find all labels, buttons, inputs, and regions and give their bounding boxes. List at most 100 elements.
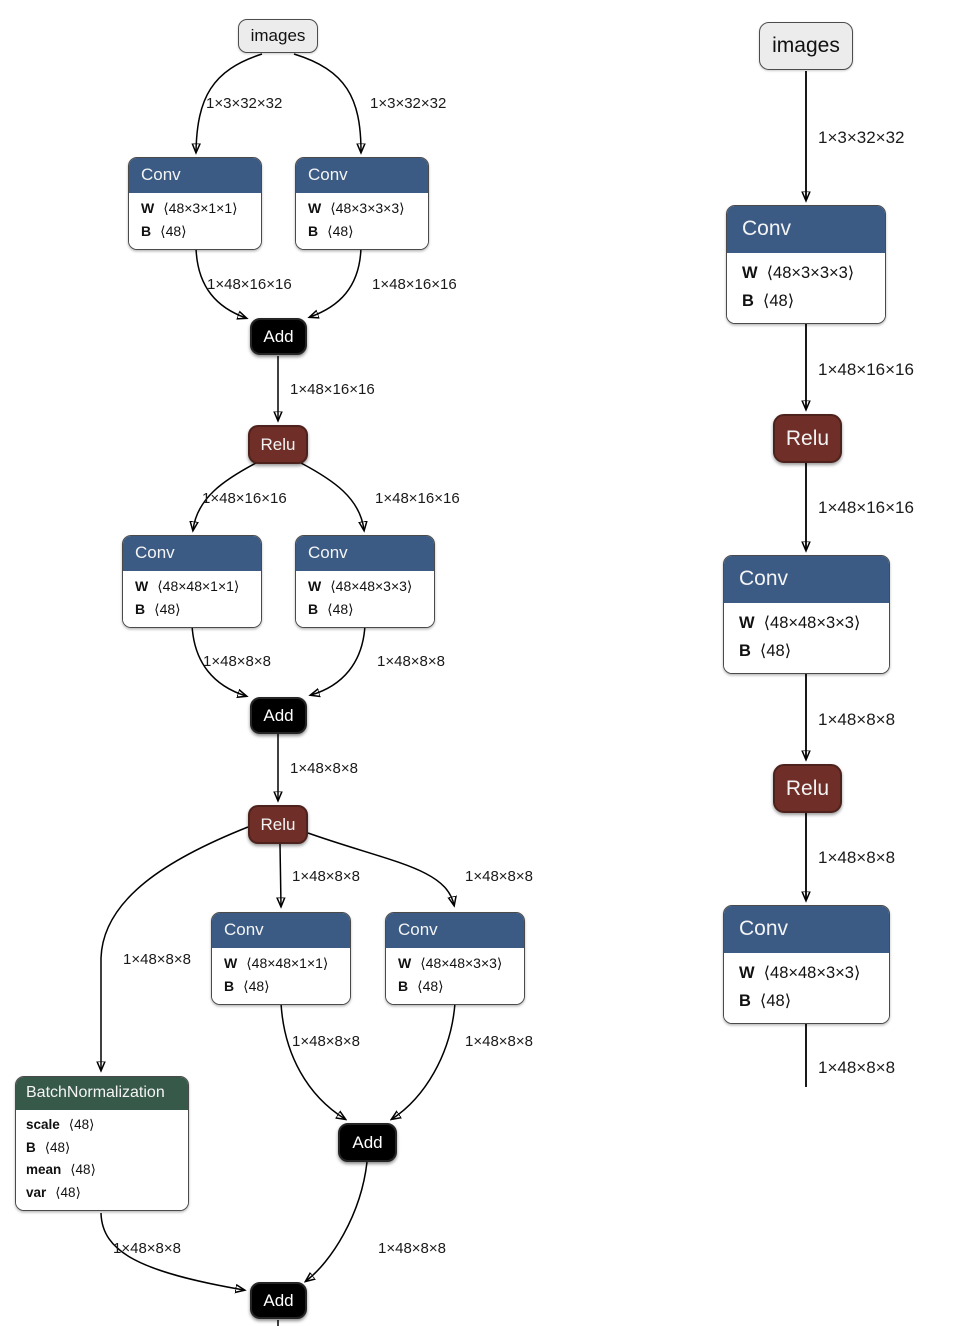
edge-label: 1×3×32×32	[818, 128, 905, 147]
input-node[interactable]: images	[759, 22, 853, 70]
batchnorm-node[interactable]: BatchNormalization scale⟨48⟩ B⟨48⟩ mean⟨…	[15, 1076, 189, 1211]
edge-label: 1×48×8×8	[123, 951, 191, 968]
conv-node-params: W ⟨48×3×3×3⟩ B ⟨48⟩	[727, 253, 885, 323]
edge-label: 1×48×8×8	[818, 848, 896, 867]
edge-label: 1×3×32×32	[206, 95, 283, 112]
conv-node-title: Conv	[212, 913, 350, 948]
conv-node-params: W⟨48×48×3×3⟩ B⟨48⟩	[296, 571, 434, 627]
param-value: ⟨48⟩	[327, 223, 354, 239]
param-name: W	[739, 614, 755, 632]
param-name: B	[308, 601, 319, 617]
conv-node[interactable]: Conv W ⟨48×3×3×3⟩ B ⟨48⟩	[726, 205, 886, 324]
param-value: ⟨48⟩	[759, 992, 792, 1010]
edge-label: 1×48×8×8	[378, 1240, 446, 1257]
param-row: W⟨48×3×3×3⟩	[308, 197, 416, 220]
conv-node[interactable]: Conv W ⟨48×48×1×1⟩ B ⟨48⟩	[211, 912, 351, 1005]
param-value: ⟨48×48×1×1⟩	[157, 578, 240, 594]
input-node[interactable]: images	[238, 19, 318, 53]
relu-node[interactable]: Relu	[248, 425, 308, 464]
param-row: W ⟨48×48×1×1⟩	[135, 575, 249, 598]
param-row: B ⟨48⟩	[742, 287, 870, 315]
relu-node[interactable]: Relu	[773, 414, 842, 463]
param-value: ⟨48×48×1×1⟩	[246, 955, 329, 971]
add-node[interactable]: Add	[338, 1123, 397, 1162]
param-row: W⟨48×48×3×3⟩	[739, 959, 874, 987]
param-row: B⟨48⟩	[135, 598, 249, 621]
param-row: B ⟨48⟩	[26, 1137, 178, 1160]
add-node[interactable]: Add	[250, 1282, 307, 1319]
conv-node-title: Conv	[727, 206, 885, 253]
param-row: B⟨48⟩	[398, 975, 512, 998]
param-value: ⟨48×48×3×3⟩	[763, 614, 861, 632]
param-value: ⟨48⟩	[417, 978, 444, 994]
add-node[interactable]: Add	[250, 318, 307, 355]
param-row: W ⟨48×48×3×3⟩	[398, 952, 512, 975]
conv-node-title: Conv	[724, 906, 889, 953]
edge-label: 1×48×8×8	[377, 653, 445, 670]
param-row: W ⟨48×3×3×3⟩	[742, 259, 870, 287]
param-name: B	[26, 1139, 36, 1155]
conv-node-params: W ⟨48×48×1×1⟩ B⟨48⟩	[123, 571, 261, 627]
param-name: B	[742, 292, 754, 310]
param-value: ⟨48⟩	[70, 1162, 96, 1177]
edge-label: 1×48×8×8	[818, 710, 896, 729]
param-row: W ⟨48×48×3×3⟩	[739, 609, 874, 637]
param-name: W	[135, 578, 149, 594]
conv-node[interactable]: Conv W ⟨48×48×3×3⟩ B ⟨48⟩	[723, 555, 890, 674]
param-value: ⟨48⟩	[55, 1184, 81, 1200]
param-value: ⟨48×3×1×1⟩	[163, 200, 238, 216]
conv-node[interactable]: Conv W⟨48×48×3×3⟩ B⟨48⟩	[295, 535, 435, 628]
param-name: B	[739, 992, 751, 1010]
conv-node-params: W⟨48×3×3×3⟩ B ⟨48⟩	[296, 193, 428, 249]
conv-node[interactable]: Conv W⟨48×48×3×3⟩ B⟨48⟩	[385, 912, 525, 1005]
relu-node[interactable]: Relu	[248, 805, 308, 844]
edge-label: 1×48×16×16	[818, 360, 914, 379]
param-value: ⟨48×3×3×3⟩	[766, 264, 855, 282]
edge-label: 1×48×16×16	[202, 490, 287, 507]
param-name: W	[141, 200, 155, 216]
param-name: W	[224, 955, 238, 971]
conv-node[interactable]: Conv W⟨48×3×3×3⟩ B ⟨48⟩	[295, 157, 429, 250]
edge-label: 1×48×16×16	[818, 498, 914, 517]
param-value: ⟨48⟩	[44, 1139, 71, 1155]
conv-node-title: Conv	[724, 556, 889, 603]
conv-node[interactable]: Conv W ⟨48×48×1×1⟩ B⟨48⟩	[122, 535, 262, 628]
param-row: W ⟨48×48×1×1⟩	[224, 952, 338, 975]
conv-node[interactable]: Conv W⟨48×48×3×3⟩ B ⟨48⟩	[723, 905, 890, 1024]
edge-label: 1×3×32×32	[370, 95, 447, 112]
param-name: W	[398, 955, 412, 971]
conv-node-params: W⟨48×48×3×3⟩ B ⟨48⟩	[724, 953, 889, 1023]
param-name: var	[26, 1184, 47, 1200]
param-name: B	[739, 642, 751, 660]
add-node[interactable]: Add	[250, 697, 307, 734]
edge-label: 1×48×8×8	[818, 1058, 896, 1077]
param-name: B	[224, 978, 235, 994]
edge-label: 1×48×16×16	[372, 276, 457, 293]
edge-label: 1×48×8×8	[292, 868, 360, 885]
conv-node-params: W ⟨48×48×1×1⟩ B ⟨48⟩	[212, 948, 350, 1004]
param-name: B	[308, 223, 319, 239]
param-name: W	[739, 964, 755, 982]
param-row: B ⟨48⟩	[739, 987, 874, 1015]
param-row: B⟨48⟩	[141, 220, 249, 243]
param-value: ⟨48⟩	[759, 642, 792, 660]
conv-node[interactable]: Conv W⟨48×3×1×1⟩ B⟨48⟩	[128, 157, 262, 250]
edge-label: 1×48×16×16	[290, 381, 375, 398]
conv-node-params: W ⟨48×48×3×3⟩ B ⟨48⟩	[724, 603, 889, 673]
param-value: ⟨48⟩	[243, 978, 270, 994]
param-row: mean⟨48⟩	[26, 1159, 178, 1182]
param-name: W	[742, 264, 758, 282]
param-value: ⟨48⟩	[327, 601, 354, 617]
conv-node-params: W ⟨48×48×3×3⟩ B⟨48⟩	[386, 948, 524, 1004]
edge-label: 1×48×16×16	[207, 276, 292, 293]
conv-node-title: Conv	[296, 158, 428, 193]
param-row: scale⟨48⟩	[26, 1114, 178, 1137]
param-name: W	[308, 578, 322, 594]
param-value: ⟨48×48×3×3⟩	[420, 955, 503, 971]
edge-label: 1×48×8×8	[465, 868, 533, 885]
relu-node[interactable]: Relu	[773, 764, 842, 813]
param-value: ⟨48⟩	[762, 292, 795, 310]
param-value: ⟨48⟩	[160, 223, 187, 239]
conv-node-title: Conv	[123, 536, 261, 571]
